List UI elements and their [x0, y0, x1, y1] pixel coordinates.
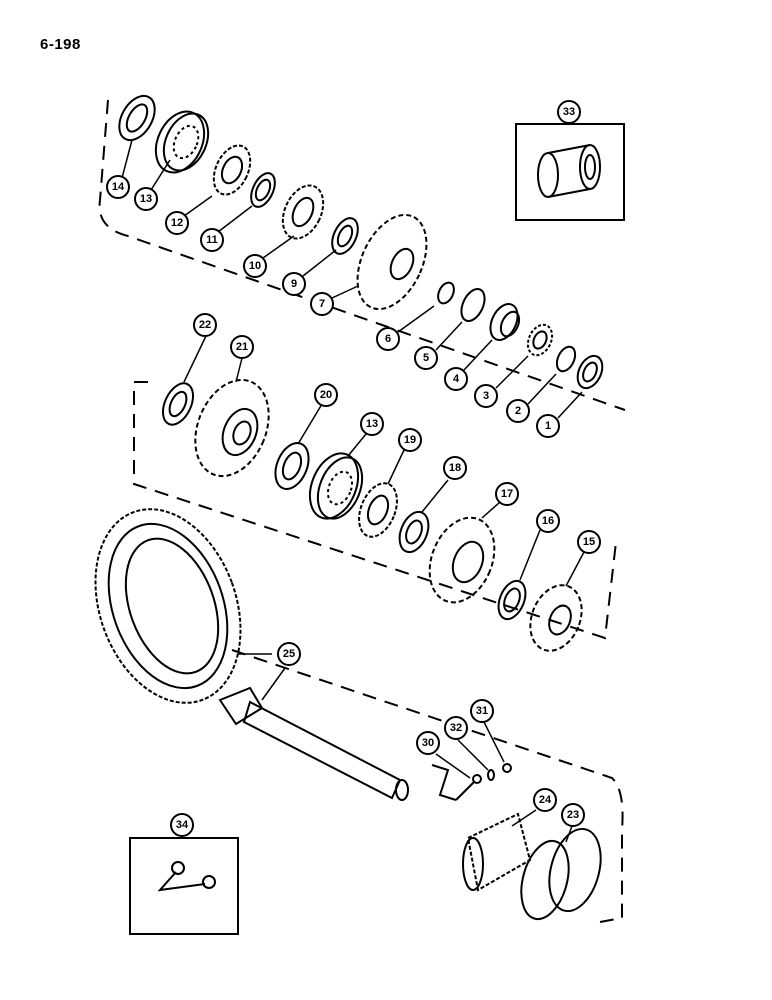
svg-text:22: 22	[199, 319, 211, 331]
callout-30: 30	[416, 731, 440, 755]
svg-text:4: 4	[453, 373, 460, 385]
gear-15-part	[529, 584, 583, 652]
bearing-cone-24-part	[462, 812, 532, 892]
callout-18: 18	[443, 456, 467, 480]
svg-text:32: 32	[450, 722, 462, 734]
callout-34: 34	[170, 813, 194, 837]
washer-9-part	[331, 217, 359, 255]
svg-text:2: 2	[515, 405, 521, 417]
callout-4: 4	[444, 367, 468, 391]
seal-1-part	[576, 354, 604, 390]
oil-tube-30-part	[431, 764, 482, 801]
ring-5-part	[460, 288, 486, 322]
fitting-31-part	[502, 763, 512, 773]
svg-text:14: 14	[112, 181, 125, 193]
synchronizer-13-lower-part	[308, 452, 364, 520]
svg-text:11: 11	[206, 234, 218, 246]
gear-21-part	[194, 378, 270, 478]
gear-10-part	[281, 184, 325, 240]
callout-14: 14	[106, 175, 130, 199]
callout-9: 9	[282, 272, 306, 296]
callout-32: 32	[444, 716, 468, 740]
callout-12: 12	[165, 211, 189, 235]
svg-text:21: 21	[236, 341, 248, 353]
ring-gear-25-part	[94, 508, 242, 704]
svg-text:12: 12	[171, 217, 183, 229]
svg-text:20: 20	[320, 389, 332, 401]
cup-4-part	[489, 303, 521, 341]
svg-text:19: 19	[404, 434, 416, 446]
svg-text:9: 9	[291, 278, 297, 290]
svg-text:6: 6	[385, 333, 391, 345]
svg-text:33: 33	[563, 106, 575, 118]
inset-box-34	[129, 837, 239, 935]
callout-17: 17	[495, 482, 519, 506]
gear-17-part	[428, 516, 496, 604]
washer-18-part	[398, 510, 430, 554]
callout-15: 15	[577, 530, 601, 554]
pinion-shaft-25-part	[218, 686, 409, 801]
callout-33: 33	[557, 100, 581, 124]
svg-text:13: 13	[366, 418, 378, 430]
pipe-fitting-34-part	[157, 861, 216, 892]
page-number: 6-198	[40, 36, 81, 53]
callout-19: 19	[398, 428, 422, 452]
callout-31: 31	[470, 699, 494, 723]
callout-13-upper: 13	[134, 187, 158, 211]
callout-22: 22	[193, 313, 217, 337]
washer-22-part	[161, 382, 195, 426]
washer-16-part	[497, 579, 527, 621]
o-ring-32-part	[487, 769, 495, 781]
svg-text:30: 30	[422, 737, 434, 749]
svg-text:34: 34	[176, 819, 189, 831]
upper-group-boundary	[98, 99, 626, 411]
callout-3: 3	[474, 384, 498, 408]
svg-text:16: 16	[542, 515, 554, 527]
ring-2-part	[555, 345, 577, 373]
inset-box-33	[515, 123, 625, 221]
svg-text:5: 5	[423, 352, 429, 364]
callout-25: 25	[277, 642, 301, 666]
svg-text:1: 1	[545, 420, 551, 432]
svg-text:7: 7	[319, 298, 325, 310]
washer-14-part	[118, 94, 156, 142]
middle-group-boundary	[133, 381, 617, 640]
callout-23: 23	[561, 803, 585, 827]
svg-text:17: 17	[501, 488, 513, 500]
callout-21: 21	[230, 335, 254, 359]
sleeve-33-part	[537, 144, 601, 198]
svg-text:18: 18	[449, 462, 461, 474]
lower-group-boundary	[231, 649, 624, 923]
bearing-cup-23-part	[520, 827, 602, 921]
callout-6: 6	[376, 327, 400, 351]
washer-11-part	[250, 172, 276, 208]
svg-text:3: 3	[483, 390, 489, 402]
synchronizer-13-upper-part	[154, 110, 210, 174]
washer-20-part	[274, 442, 310, 490]
callout-24: 24	[533, 788, 557, 812]
callout-2: 2	[506, 399, 530, 423]
callout-16: 16	[536, 509, 560, 533]
sprocket-7-part	[356, 213, 428, 311]
callout-1: 1	[536, 414, 560, 438]
callout-11: 11	[200, 228, 224, 252]
callout-7: 7	[310, 292, 334, 316]
callout-5: 5	[414, 346, 438, 370]
svg-text:10: 10	[249, 260, 261, 272]
svg-text:31: 31	[476, 705, 488, 717]
snap-ring-6-part	[437, 281, 455, 305]
svg-text:13: 13	[140, 193, 152, 205]
svg-text:23: 23	[567, 809, 579, 821]
leader-lines	[121, 139, 585, 843]
callout-10: 10	[243, 254, 267, 278]
callout-13-lower: 13	[360, 412, 384, 436]
svg-text:25: 25	[283, 648, 295, 660]
callout-20: 20	[314, 383, 338, 407]
bearing-3-part	[526, 323, 554, 357]
gear-12-part	[212, 144, 252, 196]
svg-text:24: 24	[539, 794, 552, 806]
gear-19-part	[358, 482, 398, 538]
svg-text:15: 15	[583, 536, 595, 548]
